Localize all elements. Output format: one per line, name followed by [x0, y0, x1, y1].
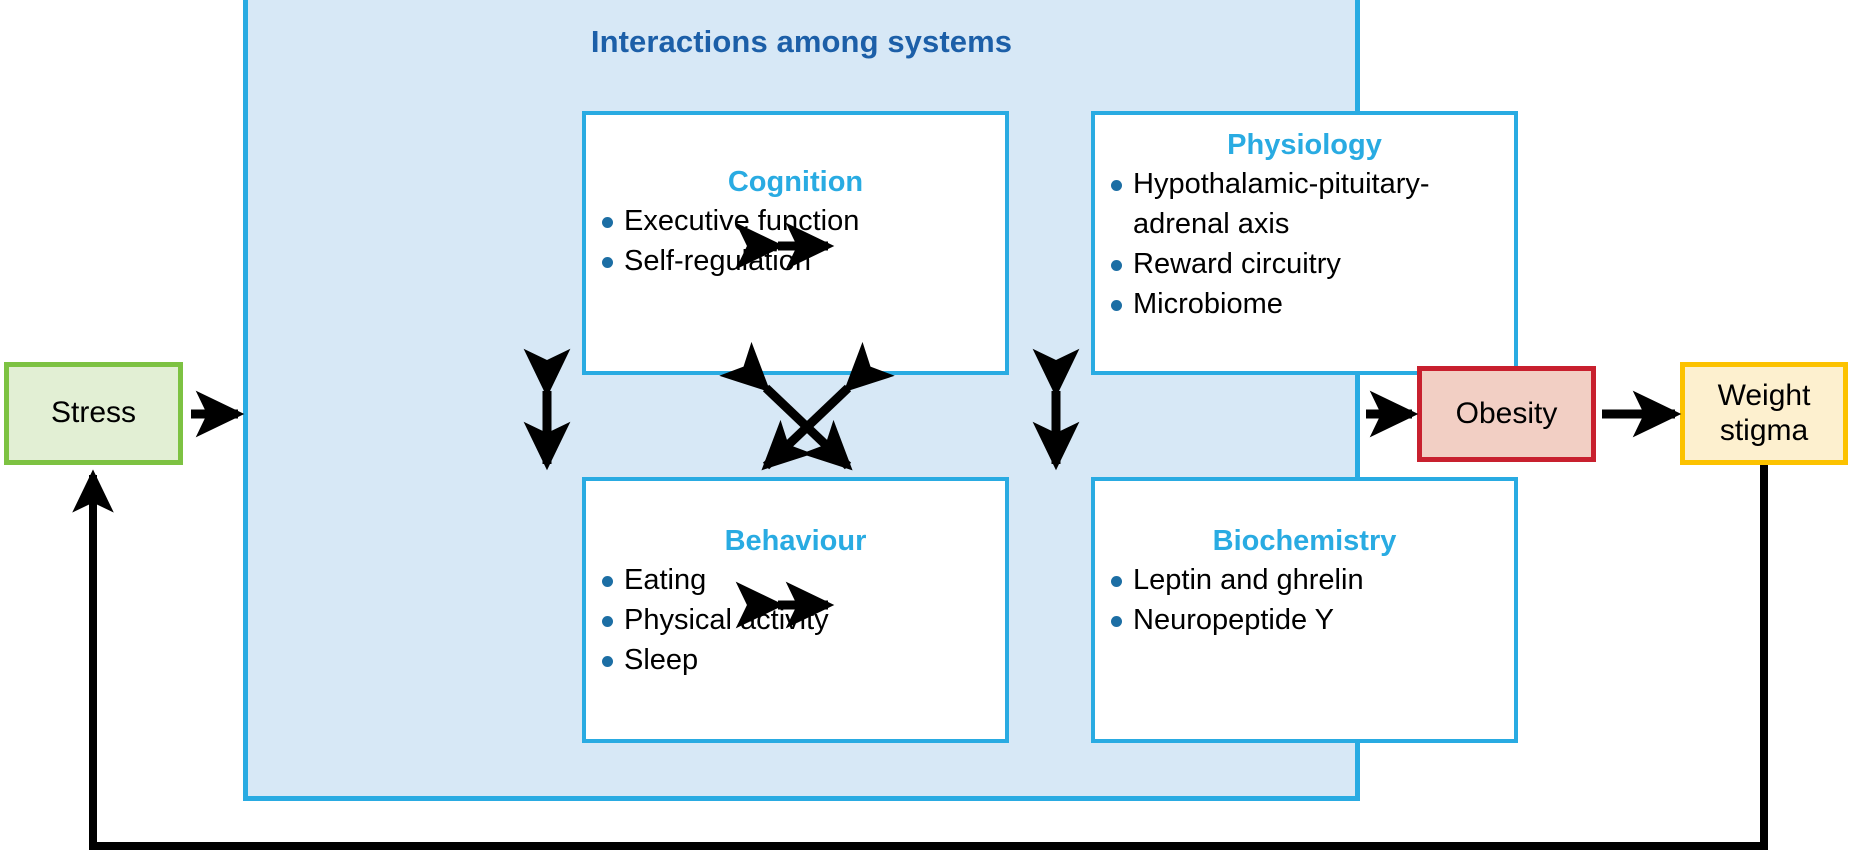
panel-title: Interactions among systems: [590, 24, 1013, 59]
node-weight-stigma[interactable]: Weight stigma: [1680, 362, 1848, 465]
list-item: Sleep: [586, 640, 1005, 680]
list-item: Reward circuitry: [1095, 244, 1514, 284]
card-behaviour[interactable]: Behaviour Eating Physical activity Sleep: [582, 477, 1009, 743]
list-item: Executive function: [586, 201, 1005, 241]
list-item: Leptin and ghrelin: [1095, 560, 1514, 600]
interactions-among-systems-panel: Interactions among systems Cognition Exe…: [243, 0, 1518, 801]
card-biochemistry-title: Biochemistry: [1212, 525, 1397, 557]
list-item: Physical activity: [586, 600, 1005, 640]
card-cognition[interactable]: Cognition Executive function Self-regula…: [582, 111, 1009, 375]
list-item: Eating: [586, 560, 1005, 600]
card-behaviour-title: Behaviour: [724, 525, 867, 557]
card-biochemistry[interactable]: Biochemistry Leptin and ghrelin Neuropep…: [1091, 477, 1518, 743]
card-cognition-list: Executive function Self-regulation: [586, 201, 1005, 281]
card-biochemistry-list: Leptin and ghrelin Neuropeptide Y: [1095, 560, 1514, 640]
list-item: Microbiome: [1095, 284, 1514, 324]
list-item: Self-regulation: [586, 241, 1005, 281]
card-behaviour-list: Eating Physical activity Sleep: [586, 560, 1005, 680]
list-item: Hypothalamic-pituitary-adrenal axis: [1095, 164, 1514, 244]
node-obesity-label: Obesity: [1455, 396, 1558, 430]
card-physiology-list: Hypothalamic-pituitary-adrenal axis Rewa…: [1095, 164, 1514, 324]
card-cognition-title: Cognition: [727, 166, 864, 198]
node-stress[interactable]: Stress: [4, 362, 183, 465]
node-weight-stigma-label: Weight stigma: [1717, 379, 1811, 447]
list-item: Neuropeptide Y: [1095, 600, 1514, 640]
node-stress-label: Stress: [50, 396, 137, 430]
card-physiology-title: Physiology: [1227, 129, 1382, 161]
node-obesity[interactable]: Obesity: [1417, 366, 1596, 462]
card-physiology[interactable]: Physiology Hypothalamic-pituitary-adrena…: [1091, 111, 1518, 375]
